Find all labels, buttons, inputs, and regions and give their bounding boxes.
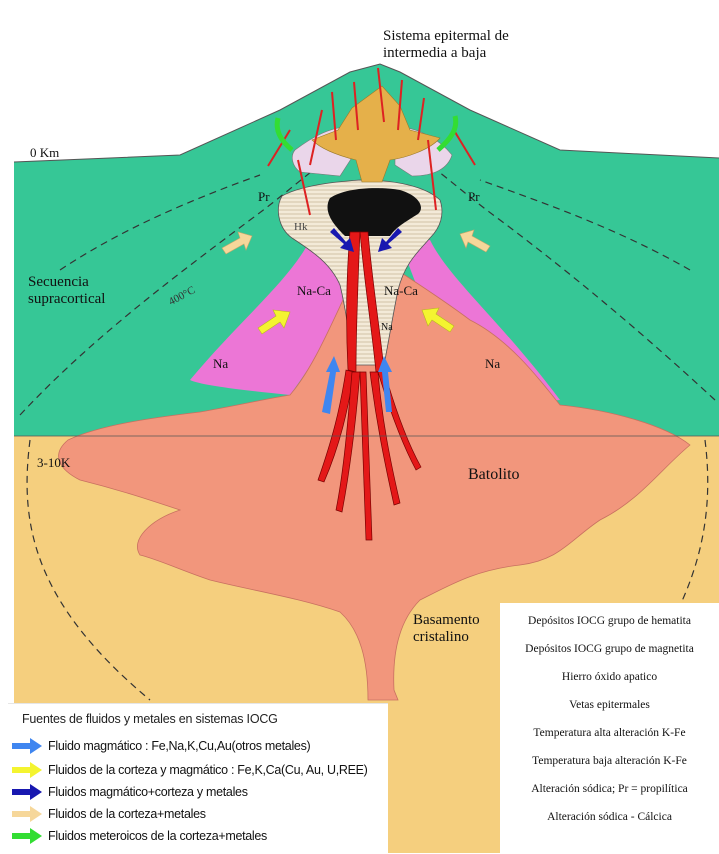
arrow-right-icon [12, 806, 42, 822]
supracrustal-label: Secuencia supracortical [28, 274, 148, 309]
legend-item: Fluido magmático : Fe,Na,K,Cu,Au(otros m… [12, 736, 310, 756]
legend-item: Fluidos de la corteza+metales [12, 804, 206, 824]
propylitic-label-left: Pr [258, 190, 270, 205]
deposit-legend-item: Alteración sódica - Cálcica [500, 811, 719, 823]
arrow-right-icon [12, 784, 42, 800]
legend-item-label: Fluidos de la corteza+metales [48, 807, 206, 821]
sodic-label-right: Na [485, 357, 500, 372]
deposit-legend: Depósitos IOCG grupo de hematita Depósit… [500, 603, 719, 853]
epithermal-label: Sistema epitermal de intermedia a baja [383, 28, 553, 63]
arrow-right-icon [12, 762, 42, 778]
deposit-legend-item: Vetas epitermales [500, 699, 719, 711]
deposit-legend-item: Alteración sódica; Pr = propilítica [500, 783, 719, 795]
hk-label: Hk [294, 221, 307, 234]
legend-item-label: Fluidos meteroicos de la corteza+metales [48, 829, 267, 843]
fluid-source-legend: Fuentes de fluidos y metales en sistemas… [8, 703, 388, 854]
sodic-label-center: Na [381, 322, 393, 334]
propylitic-label-right: Pr [468, 190, 480, 205]
sodic-calcic-label-left: Na-Ca [297, 284, 331, 299]
sodic-calcic-label-right: Na-Ca [384, 284, 418, 299]
deposit-legend-item: Temperatura baja alteración K-Fe [500, 755, 719, 767]
surface-depth-label: 0 Km [30, 146, 59, 161]
batholith-label: Batolito [468, 466, 520, 484]
depth-label: 3-10K [37, 456, 70, 471]
deposit-legend-item: Depósitos IOCG grupo de magnetita [500, 643, 719, 655]
legend-title: Fuentes de fluidos y metales en sistemas… [22, 712, 278, 726]
deposit-legend-item: Hierro óxido apatico [500, 671, 719, 683]
deposit-legend-item: Temperatura alta alteración K-Fe [500, 727, 719, 739]
legend-item: Fluidos magmático+corteza y metales [12, 782, 248, 802]
arrow-right-icon [12, 738, 42, 754]
legend-item-label: Fluidos magmático+corteza y metales [48, 785, 248, 799]
sodic-label-left: Na [213, 357, 228, 372]
deposit-legend-item: Depósitos IOCG grupo de hematita [500, 615, 719, 627]
arrow-right-icon [12, 828, 42, 844]
legend-item-label: Fluidos de la corteza y magmático : Fe,K… [48, 763, 368, 777]
legend-item: Fluidos de la corteza y magmático : Fe,K… [12, 760, 368, 780]
legend-item: Fluidos meteroicos de la corteza+metales [12, 826, 267, 846]
basement-label: Basamento cristalino [413, 612, 493, 647]
legend-item-label: Fluido magmático : Fe,Na,K,Cu,Au(otros m… [48, 739, 310, 753]
